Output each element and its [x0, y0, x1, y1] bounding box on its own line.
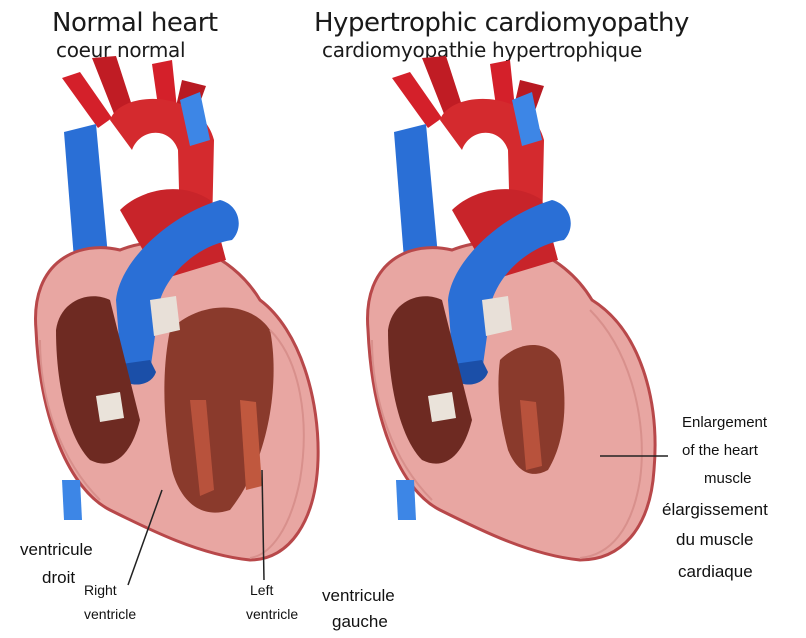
- elargissement-label-line2: du muscle: [676, 530, 753, 550]
- elargissement-label-line1: élargissement: [662, 500, 768, 520]
- ventricule-droit-label-line1: ventricule: [20, 540, 93, 560]
- ventricule-gauche-label-line1: ventricule: [322, 586, 395, 606]
- ventricule-droit-label-line2: droit: [42, 568, 75, 588]
- left-ventricle-label-line2: ventricle: [246, 606, 298, 623]
- left-ventricle-leader: [262, 470, 264, 580]
- right-ventricle-label-line2: ventricle: [84, 606, 136, 623]
- enlargement-label-line1: Enlargement: [682, 414, 767, 432]
- right-ventricle-label-line1: Right: [84, 582, 117, 599]
- left-ventricle-label-line1: Left: [250, 582, 273, 599]
- elargissement-label-line3: cardiaque: [678, 562, 753, 582]
- ventricule-gauche-label-line2: gauche: [332, 612, 388, 632]
- enlargement-label-line2: of the heart: [682, 442, 758, 460]
- enlargement-label-line3: muscle: [704, 470, 752, 488]
- right-ventricle-leader: [128, 490, 162, 585]
